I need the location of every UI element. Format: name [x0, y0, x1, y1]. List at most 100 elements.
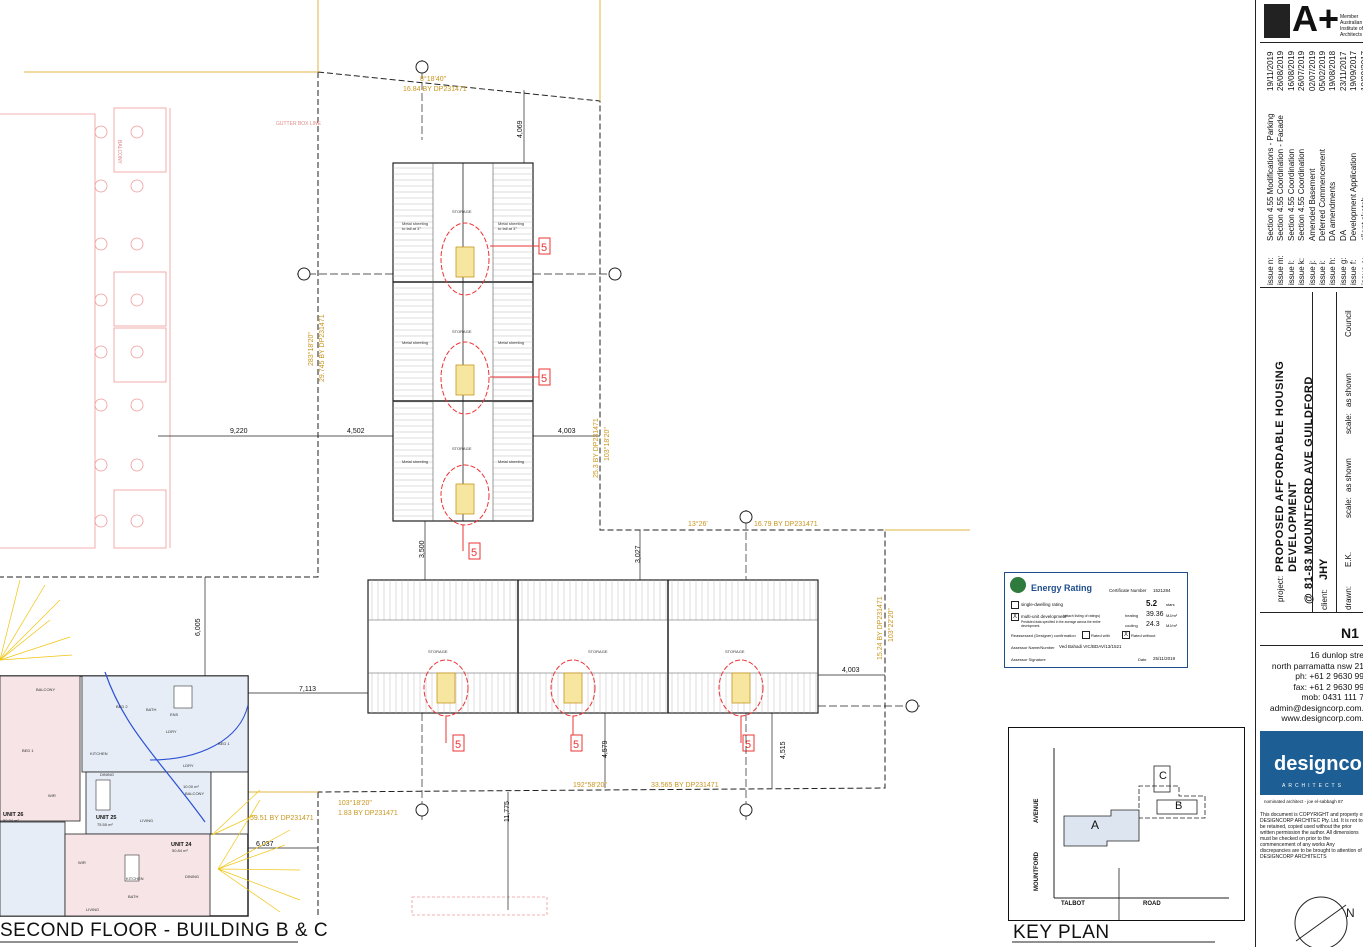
svg-text:N: N	[1346, 906, 1355, 920]
date-label: Date	[1138, 657, 1147, 662]
scale-value: as shown	[1344, 458, 1353, 492]
bearing-label: 29.745 BY DP231471	[319, 314, 326, 382]
adjacent-label: GUTTER BOX LINE	[276, 121, 322, 127]
room-label: WIR	[48, 793, 56, 798]
room-label: BED 2	[116, 704, 128, 709]
project-line-3: @ 81-83 MOUNTFORD AVE GUILDFORD	[1303, 376, 1315, 604]
datum-markers	[297, 60, 919, 817]
member-text: Member Australian Institute of Architect…	[1340, 14, 1363, 38]
site-boundary	[0, 71, 886, 918]
issue-row: issue j:Amended Basement02/07/2019	[1308, 51, 1317, 285]
energy-rating-panel: Energy Rating Certificate Number 1521284…	[1004, 572, 1188, 668]
dim-label: 4,579	[602, 740, 609, 758]
issue-label: issue k:	[1297, 257, 1307, 285]
assessor-label: Assessor Name/Number	[1011, 645, 1055, 650]
room-label: LDRY	[166, 729, 177, 734]
issue-row: issue f:Development Application19/09/201…	[1349, 51, 1358, 285]
project-line-2: DEVELOPMENT	[1287, 481, 1299, 572]
star-rating: 5.2	[1146, 599, 1158, 608]
aia-mark-icon: A+	[1292, 0, 1340, 39]
bearing-label: 283°18'20"	[307, 332, 315, 366]
sheeting-label: Metal sheeting	[498, 221, 524, 226]
floor-plan-drawing: GUTTER BOX LINE BALCONY STORAGE STORAGE …	[0, 0, 1215, 943]
multi-note-2: Predicted data specified in the average …	[1021, 620, 1101, 628]
email-link[interactable]: admin@designcorp.com.	[1269, 702, 1363, 713]
callout-number: 5	[573, 739, 579, 751]
dimension-lines	[158, 60, 920, 910]
cooling-label: cooling	[1125, 623, 1138, 628]
dim-label: 3,027	[635, 545, 642, 563]
brand-name: designcorp	[1274, 753, 1363, 775]
issue-description: Section 4.55 Coordination - Facade	[1276, 115, 1286, 241]
sheeting-label: Metal sheeting	[402, 459, 428, 464]
room-label: BALCONY	[185, 791, 204, 796]
issue-label: issue e:	[1359, 257, 1363, 285]
issue-row: issue e:client sketch19/09/2017	[1360, 51, 1363, 285]
room-label: KITCHEN	[126, 876, 144, 881]
issue-date: 02/07/2019	[1307, 50, 1317, 91]
brand-sub: ARCHITECTS	[1282, 783, 1344, 789]
callout-number: 5	[455, 739, 461, 751]
dim-label: 6,037	[256, 841, 274, 848]
issue-label: issue j:	[1307, 260, 1317, 285]
bearing-label: 33.565 BY DP231471	[651, 782, 719, 789]
multi-checkbox: X	[1011, 613, 1019, 621]
room-label: LIVING	[140, 818, 153, 823]
cert-number: 1521284	[1153, 588, 1171, 593]
project-block: project: PROPOSED AFFORDABLE HOUSING DEV…	[1260, 292, 1363, 612]
sheeting-label: Metal sheeting	[498, 340, 524, 345]
room-label: BED 1	[218, 741, 230, 746]
designcorp-logo: designcorp ARCHITECTS	[1260, 731, 1363, 795]
council-label: Council	[1344, 310, 1353, 337]
web-link[interactable]: www.designcorp.com.	[1281, 713, 1363, 723]
issue-description: DA	[1338, 229, 1348, 241]
heating-value: 39.36	[1146, 611, 1164, 618]
bearing-label: 15.24 BY DP231471	[877, 596, 884, 660]
key-plan: A B C AVENUE MOUNTFORD TALBOT ROAD	[1008, 727, 1245, 921]
single-checkbox	[1011, 601, 1019, 609]
issue-row: issue m:Section 4.55 Coordination - Faca…	[1276, 51, 1285, 285]
nominated-architect: nominated architect - joe el-sabbagh 87	[1264, 799, 1344, 804]
project-line-1: PROPOSED AFFORDABLE HOUSING	[1274, 360, 1286, 572]
room-label: KITCHEN	[90, 751, 108, 756]
cooling-unit: MJ/m²	[1166, 623, 1178, 628]
drawn-label: drawn:	[1344, 585, 1353, 610]
issue-label: issue l:	[1286, 260, 1296, 285]
scale-label: scale:	[1344, 497, 1353, 518]
cert-label: Certificate Number	[1109, 588, 1147, 593]
room-label: BATH	[128, 894, 138, 899]
scale-value: as shown	[1344, 373, 1353, 407]
drawn-value: E.K.	[1344, 551, 1353, 567]
date-value: 25/11/2019	[1153, 656, 1176, 661]
storage-label-3: STORAGE	[452, 446, 472, 451]
issue-description: Development Application	[1349, 152, 1359, 241]
storage-label-1: STORAGE	[452, 209, 472, 214]
road-label: ROAD	[1143, 901, 1161, 907]
multi-note: (attach listing of ratings)	[1063, 614, 1101, 618]
bearing-label: 1.83 BY DP231471	[338, 810, 398, 817]
dim-label: 4,003	[558, 428, 576, 435]
address-1: 16 dunlop stre	[1310, 650, 1363, 660]
client-value: JHY	[1318, 558, 1330, 580]
callout-number: 5	[541, 373, 547, 385]
room-label: LDRY	[183, 763, 194, 768]
issue-label: issue g:	[1338, 257, 1348, 285]
room-label: LIVING	[86, 907, 99, 912]
building-b	[367, 579, 819, 714]
single-label: single-dwelling rating	[1021, 602, 1064, 607]
dim-label: 3,500	[419, 540, 426, 558]
signature-label: Assessor Signature	[1011, 657, 1046, 662]
issue-row: issue g:DA23/11/2017	[1339, 52, 1348, 285]
unit-label: UNIT 26	[3, 812, 23, 818]
issue-list: issue n:Section 4.55 Modifications - Par…	[1260, 42, 1363, 288]
dim-label: 7,113	[299, 686, 316, 693]
mobile: mob: 0431 111 7	[1301, 692, 1363, 702]
bearing-label: 8°18'40"	[420, 75, 447, 83]
callout-tags	[445, 237, 755, 752]
title-block: A+ Member Australian Institute of Archit…	[1255, 0, 1363, 947]
bearing-label: 103°18'20"	[338, 799, 372, 807]
sheet-number: N1	[1341, 625, 1359, 641]
key-a: A	[1091, 818, 1100, 832]
issue-date: 16/08/2019	[1286, 50, 1296, 91]
avenue-label: AVENUE	[1034, 798, 1040, 823]
